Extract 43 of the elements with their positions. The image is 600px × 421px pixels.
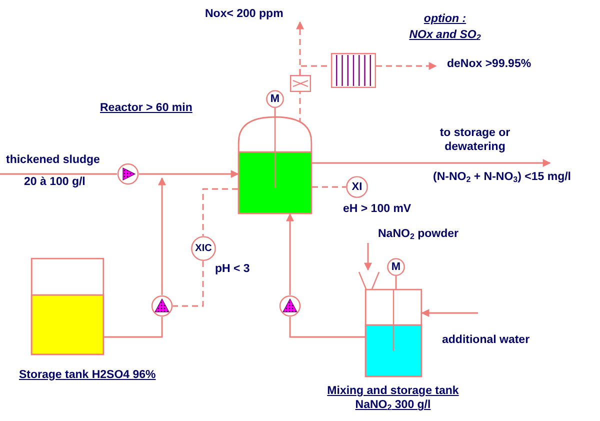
tank-label: Mixing and storage tank NaNO$_{2}$ 300 g/l [326, 384, 460, 414]
dashed-line [376, 62, 437, 70]
annotation-text: 20 à 100 g/l [24, 175, 86, 190]
storage-tank [31, 258, 104, 355]
scrubber-box [290, 75, 311, 92]
pipe-line [0, 173, 117, 175]
pipe-line [104, 317, 163, 338]
annotation-text: to storage or dewatering [438, 126, 512, 155]
setpoint-text: eH > 100 mV [343, 202, 412, 216]
inlet-text: NaNO$_{2}$ powder [378, 227, 458, 244]
dashed-line [202, 188, 238, 236]
pipe-line [364, 243, 372, 271]
pipe-line [139, 170, 239, 178]
motor-bubble: M [266, 90, 284, 108]
pump-symbol [279, 295, 301, 317]
pipe-line [158, 177, 166, 295]
indicator-bubble: XI [346, 176, 368, 198]
outlet-text: deNox >99.95% [447, 57, 532, 72]
pipe-line [289, 317, 365, 338]
annotation-text: option : [422, 12, 468, 26]
dashed-line [312, 186, 346, 188]
reactor-vessel [238, 116, 312, 214]
pipe-line [395, 276, 397, 289]
dashed-line [173, 261, 204, 307]
inlet-text: additional water [442, 333, 530, 348]
setpoint-text: pH < 3 [215, 262, 250, 276]
outlet-text: Nox< 200 ppm [205, 7, 284, 22]
annotation-text: Reactor > 60 min [100, 101, 192, 116]
motor-bubble: M [387, 258, 405, 276]
dashed-line [299, 92, 301, 124]
funnel-drawing [358, 272, 380, 289]
pipe-line [312, 159, 551, 167]
filter-box [331, 53, 376, 88]
mixing-tank [365, 289, 422, 377]
annotation-text: thickened sludge [6, 153, 100, 168]
annotation-text: NOx and SO$_{2}$ [408, 28, 482, 43]
tank-label: Storage tank H2SO4 96% [19, 368, 156, 382]
pump-symbol [151, 295, 173, 317]
pipe-line [421, 309, 478, 317]
pipe-line [286, 213, 294, 295]
controller-bubble: XIC [191, 236, 216, 261]
outlet-text: (N-NO$_{2}$ + N-NO$_{3}$) <15 mg/l [433, 170, 571, 187]
pump-symbol [117, 163, 139, 185]
